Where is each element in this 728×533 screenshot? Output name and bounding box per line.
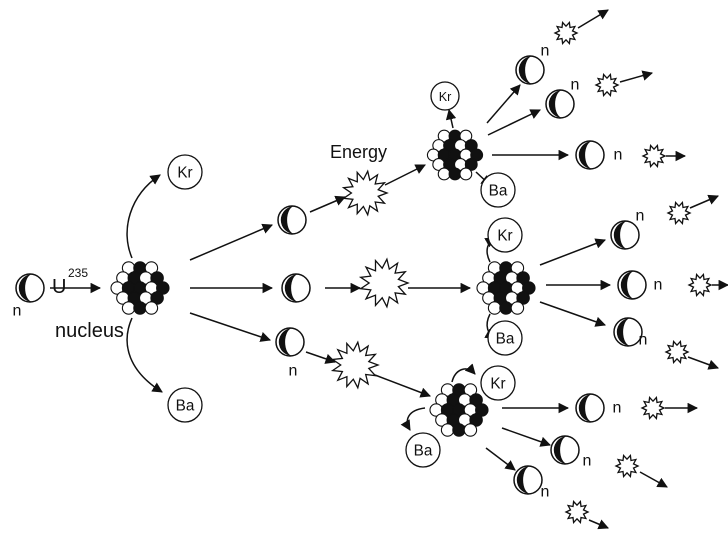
reaction-arrow bbox=[384, 164, 426, 186]
reaction-arrow bbox=[485, 447, 516, 471]
krypton-emission-arrow bbox=[451, 363, 476, 383]
krypton-product-label: Kr bbox=[490, 376, 505, 393]
reaction-arrow bbox=[577, 9, 609, 29]
krypton-product-label: Kr bbox=[497, 228, 512, 245]
neutron bbox=[610, 220, 640, 250]
energy-burst bbox=[666, 201, 692, 225]
energy-burst bbox=[641, 144, 667, 168]
barium-product-label: Ba bbox=[489, 183, 508, 200]
reaction-arrow bbox=[689, 194, 719, 209]
neutron-label: n bbox=[571, 77, 580, 94]
energy-burst bbox=[553, 21, 579, 45]
neutron-label: n bbox=[541, 43, 550, 60]
neutron bbox=[613, 317, 643, 347]
energy-burst bbox=[687, 273, 713, 297]
diagram-labels: U 235 nucleus Energy bbox=[52, 142, 387, 342]
reaction-arrow bbox=[501, 427, 551, 447]
reaction-arrow bbox=[487, 109, 541, 136]
energy-burst bbox=[640, 396, 666, 420]
neutron-label: n bbox=[639, 332, 648, 349]
neutron bbox=[515, 55, 545, 85]
neutron-label: n bbox=[13, 303, 22, 320]
neutron bbox=[550, 435, 580, 465]
barium-product-label: Ba bbox=[176, 398, 195, 415]
neutron-label: n bbox=[654, 277, 663, 294]
reaction-arrow bbox=[639, 471, 668, 488]
barium-product-label: Ba bbox=[496, 331, 515, 348]
barium-emission-arrow bbox=[400, 407, 426, 431]
neutron-label: n bbox=[541, 484, 550, 501]
uranium-nucleus bbox=[429, 383, 489, 437]
krypton-product bbox=[480, 365, 516, 401]
reaction-arrow bbox=[305, 351, 336, 364]
krypton-product-label: Kr bbox=[439, 90, 452, 104]
reaction-arrow bbox=[588, 519, 609, 530]
barium-product bbox=[480, 172, 516, 208]
neutron bbox=[575, 140, 605, 170]
barium-emission-arrow bbox=[126, 317, 163, 393]
energy-burst bbox=[564, 500, 590, 524]
reaction-arrow bbox=[687, 356, 719, 370]
neutron bbox=[277, 205, 307, 235]
barium-product bbox=[405, 432, 441, 468]
krypton-product bbox=[167, 154, 203, 190]
energy-burst bbox=[614, 454, 640, 478]
neutron-label: n bbox=[613, 400, 622, 417]
neutron bbox=[575, 393, 605, 423]
reaction-arrow bbox=[539, 301, 606, 327]
neutron bbox=[513, 465, 543, 495]
barium-product bbox=[487, 320, 523, 356]
reaction-arrow bbox=[486, 84, 521, 124]
reaction-arrow bbox=[189, 223, 273, 261]
krypton-product-label: Kr bbox=[177, 165, 192, 182]
uranium-nucleus-label: nucleus bbox=[55, 320, 124, 342]
energy-burst bbox=[330, 340, 380, 390]
reaction-arrow bbox=[539, 238, 606, 266]
neutron bbox=[275, 327, 305, 357]
krypton-product bbox=[487, 217, 523, 253]
barium-product-label: Ba bbox=[414, 443, 433, 460]
uranium-symbol: U bbox=[52, 276, 66, 298]
neutron-label: n bbox=[583, 453, 592, 470]
energy-burst bbox=[341, 169, 389, 217]
energy-label: Energy bbox=[330, 142, 387, 162]
reaction-arrow bbox=[619, 70, 654, 83]
neutron bbox=[281, 273, 311, 303]
neutron-label: n bbox=[636, 208, 645, 225]
reaction-arrow bbox=[445, 108, 457, 129]
uranium-mass-number: 235 bbox=[68, 266, 88, 280]
neutron bbox=[15, 273, 45, 303]
energy-burst bbox=[358, 257, 410, 309]
neutron-label: n bbox=[614, 147, 623, 164]
krypton-product bbox=[430, 81, 460, 111]
reaction-arrow bbox=[309, 195, 346, 213]
neutron bbox=[545, 89, 575, 119]
reaction-arrow bbox=[189, 312, 271, 342]
neutron-label: n bbox=[289, 363, 298, 380]
uranium-nucleus bbox=[110, 261, 170, 315]
energy-burst bbox=[664, 340, 690, 364]
barium-product bbox=[167, 387, 203, 423]
reaction-arrow bbox=[374, 374, 431, 398]
uranium-nucleus bbox=[476, 261, 536, 315]
uranium-nucleus bbox=[426, 129, 484, 181]
energy-burst bbox=[594, 73, 620, 97]
krypton-emission-arrow bbox=[126, 174, 161, 259]
neutron bbox=[617, 270, 647, 300]
